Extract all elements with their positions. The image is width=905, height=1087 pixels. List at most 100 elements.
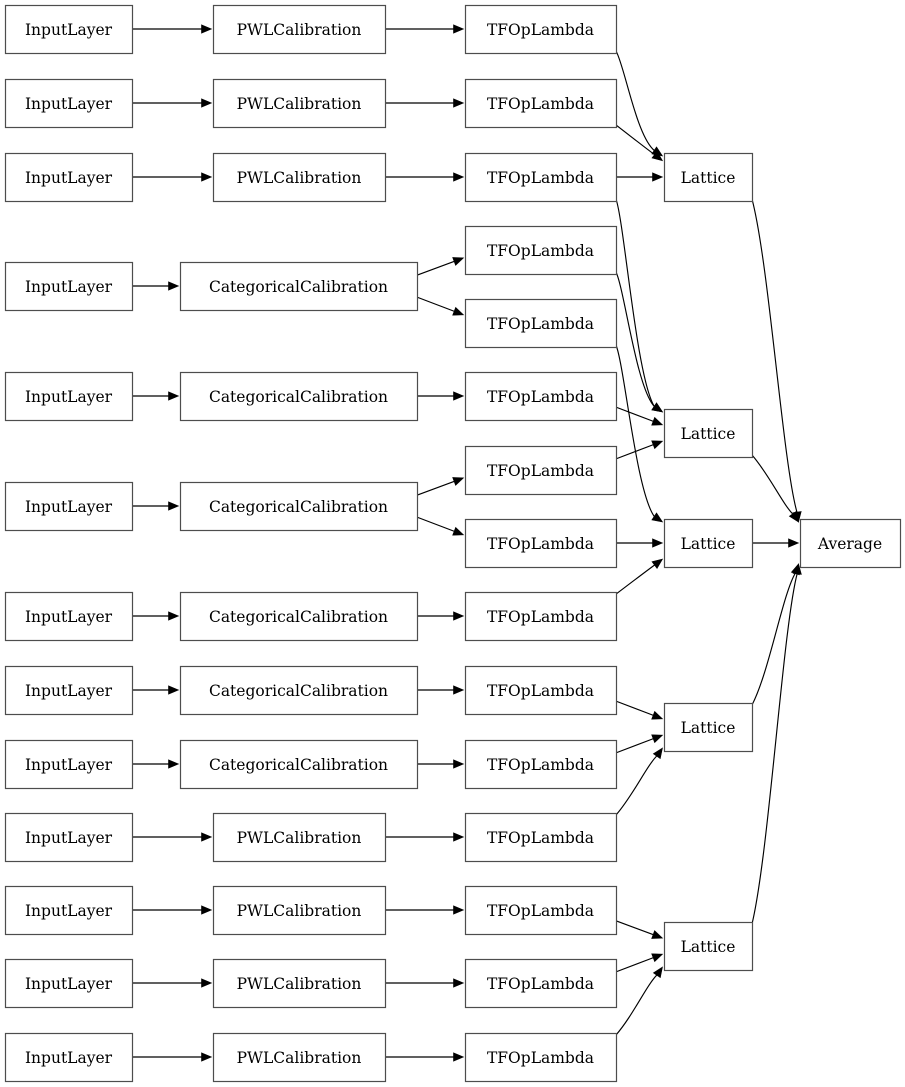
- edge-in2-to-cal2: [132, 172, 213, 182]
- edge-arrowhead: [651, 930, 664, 939]
- node-categorical: CategoricalCalibration: [179, 371, 419, 422]
- edge-lam10-to-lat3: [615, 734, 664, 754]
- edge-line: [416, 516, 456, 533]
- node-box-in12: [4, 1032, 134, 1083]
- node-lambda: TFOpLambda: [464, 518, 618, 569]
- node-categorical: CategoricalCalibration: [179, 591, 419, 642]
- edge-lam7-to-lat2: [616, 538, 664, 548]
- node-input: InputLayer: [4, 812, 134, 863]
- node-categorical: CategoricalCalibration: [179, 481, 419, 532]
- node-box-cal2: [212, 152, 387, 203]
- edge-cal6-to-lam8: [417, 611, 465, 621]
- edge-line: [615, 406, 655, 423]
- edge-arrowhead: [651, 734, 664, 744]
- edge-line: [615, 564, 656, 595]
- edge-arrowhead: [168, 611, 180, 621]
- edge-line: [615, 124, 656, 156]
- node-label-in8: InputLayer: [25, 756, 113, 774]
- node-box-cal7: [179, 665, 419, 716]
- node-lambda: TFOpLambda: [464, 78, 618, 129]
- node-box-lam11: [464, 812, 618, 863]
- node-input: InputLayer: [4, 78, 134, 129]
- node-label-cal9: PWLCalibration: [237, 829, 362, 847]
- node-label-lat1: Lattice: [681, 425, 736, 443]
- node-layer: InputLayerInputLayerInputLayerInputLayer…: [4, 4, 902, 1083]
- edge-arrowhead: [168, 281, 180, 291]
- node-input: InputLayer: [4, 4, 134, 55]
- node-input: InputLayer: [4, 481, 134, 532]
- edge-line: [751, 198, 798, 514]
- node-label-lat2: Lattice: [681, 535, 736, 553]
- edge-arrowhead: [201, 98, 213, 108]
- edge-lam9-to-lat3: [615, 700, 664, 720]
- node-box-lat0: [663, 152, 754, 203]
- edge-arrowhead: [453, 832, 465, 842]
- node-lambda: TFOpLambda: [464, 152, 618, 203]
- edge-cal5-to-lam6: [416, 477, 465, 496]
- edge-layer: [132, 24, 802, 1062]
- node-box-in4: [4, 371, 134, 422]
- edge-arrowhead: [652, 538, 664, 548]
- edge-in12-to-cal12: [132, 1052, 213, 1062]
- node-input: InputLayer: [4, 1032, 134, 1083]
- node-lattice: Lattice: [663, 702, 754, 753]
- node-lambda: TFOpLambda: [464, 371, 618, 422]
- node-box-cal6: [179, 591, 419, 642]
- node-label-in6: InputLayer: [25, 608, 113, 626]
- edge-arrowhead: [453, 978, 465, 988]
- node-label-in2: InputLayer: [25, 169, 113, 187]
- edge-lam1-to-lat0: [615, 124, 664, 162]
- edge-arrowhead: [168, 759, 180, 769]
- node-label-lat3: Lattice: [681, 719, 736, 737]
- node-lambda: TFOpLambda: [464, 958, 618, 1009]
- node-pwl: PWLCalibration: [212, 78, 387, 129]
- node-box-in7: [4, 665, 134, 716]
- edge-cal3-to-lam4: [416, 296, 465, 316]
- node-label-in0: InputLayer: [25, 21, 113, 39]
- node-box-cal9: [212, 812, 387, 863]
- node-label-lam4: TFOpLambda: [487, 315, 594, 333]
- node-pwl: PWLCalibration: [212, 4, 387, 55]
- node-box-lam6: [464, 445, 618, 496]
- edge-arrowhead: [651, 512, 664, 523]
- node-lattice: Lattice: [663, 921, 754, 972]
- edge-lam12-to-lat4: [615, 920, 664, 939]
- node-label-cal1: PWLCalibration: [237, 95, 362, 113]
- edge-arrowhead: [201, 832, 213, 842]
- node-label-cal11: PWLCalibration: [237, 975, 362, 993]
- node-label-in10: InputLayer: [25, 902, 113, 920]
- node-lambda: TFOpLambda: [464, 591, 618, 642]
- edge-line: [751, 572, 798, 925]
- node-label-in9: InputLayer: [25, 829, 113, 847]
- edge-lam11-to-lat3: [615, 747, 663, 816]
- node-label-cal0: PWLCalibration: [237, 21, 362, 39]
- edge-in5-to-cal5: [132, 501, 180, 511]
- edge-cal10-to-lam12: [385, 905, 465, 915]
- edge-arrowhead: [453, 24, 465, 34]
- node-pwl: PWLCalibration: [212, 885, 387, 936]
- node-label-in5: InputLayer: [25, 498, 113, 516]
- edge-arrowhead: [652, 172, 664, 182]
- edge-line: [615, 956, 655, 973]
- edge-arrowhead: [651, 402, 664, 413]
- node-label-lat4: Lattice: [681, 938, 736, 956]
- edge-cal11-to-lam13: [385, 978, 465, 988]
- node-box-lam3: [464, 225, 618, 276]
- node-pwl: PWLCalibration: [212, 1032, 387, 1083]
- node-label-cal8: CategoricalCalibration: [209, 756, 388, 774]
- edge-cal3-to-lam3: [416, 257, 465, 276]
- edge-arrowhead: [453, 1052, 465, 1062]
- node-lambda: TFOpLambda: [464, 665, 618, 716]
- edge-in8-to-cal8: [132, 759, 180, 769]
- edge-arrowhead: [453, 685, 465, 695]
- edge-line: [615, 198, 655, 407]
- edge-arrowhead: [651, 150, 664, 162]
- node-label-lam11: TFOpLambda: [487, 829, 594, 847]
- node-box-cal1: [212, 78, 387, 129]
- node-label-in4: InputLayer: [25, 388, 113, 406]
- node-categorical: CategoricalCalibration: [179, 261, 419, 312]
- node-label-lam13: TFOpLambda: [487, 975, 594, 993]
- edge-arrowhead: [452, 526, 465, 536]
